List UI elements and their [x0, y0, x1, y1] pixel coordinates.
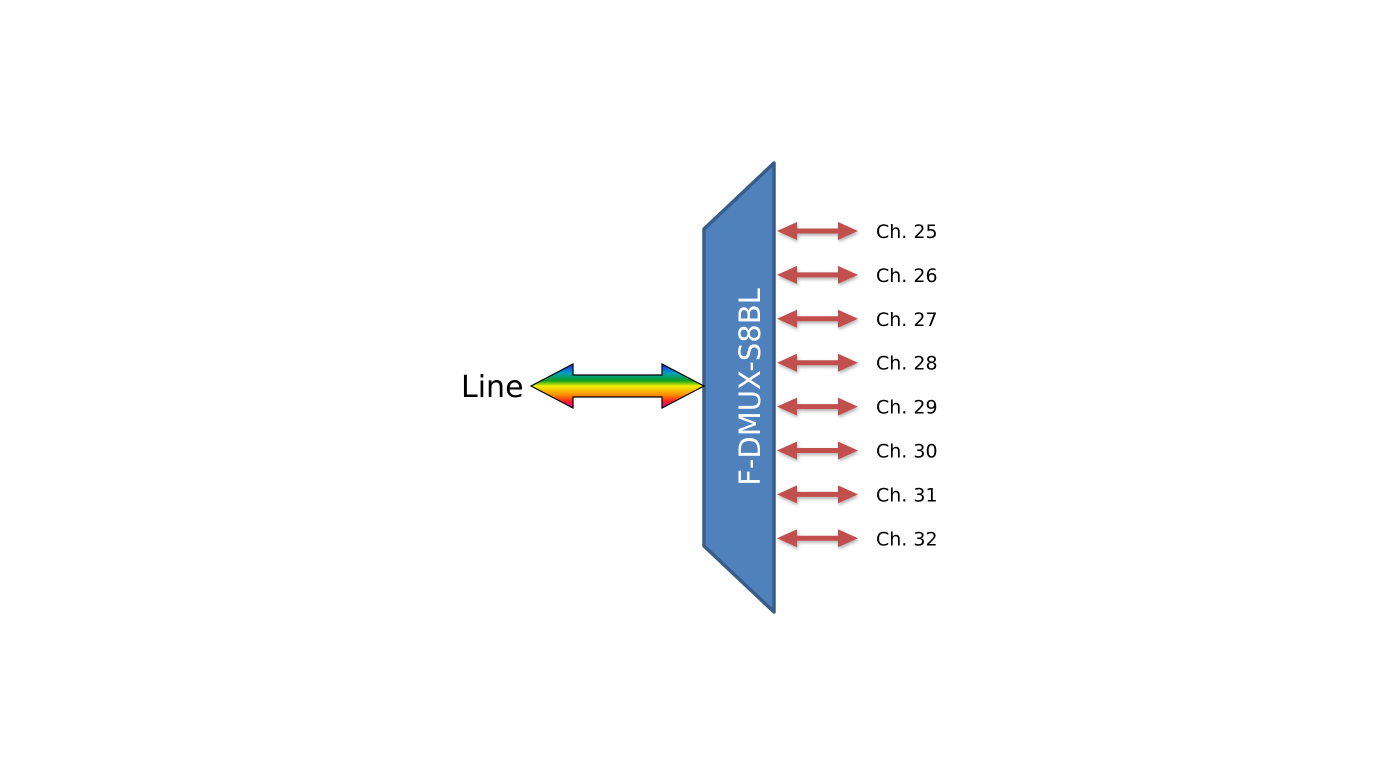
channel-arrow [777, 441, 858, 460]
channel-arrow [777, 529, 858, 548]
demux-label: F-DMUX-S8BL [733, 288, 767, 486]
channel-arrow [777, 485, 858, 504]
channel-label: Ch. 31 [876, 484, 938, 506]
demux-block [702, 161, 776, 614]
channel-arrow [777, 397, 858, 416]
channel-arrow [777, 265, 858, 284]
line-label: Line [461, 370, 524, 405]
channel-label: Ch. 30 [876, 441, 938, 463]
channel-label: Ch. 27 [876, 309, 938, 331]
channel-label: Ch. 29 [876, 397, 938, 419]
channel-arrow [777, 309, 858, 328]
channel-label: Ch. 32 [876, 528, 938, 550]
channel-label: Ch. 28 [876, 353, 938, 375]
channel-arrow [777, 353, 858, 372]
channel-label: Ch. 25 [876, 221, 938, 243]
channel-arrow [777, 222, 858, 240]
channel-label: Ch. 26 [876, 265, 938, 287]
line-bidirectional-arrow [529, 363, 706, 409]
